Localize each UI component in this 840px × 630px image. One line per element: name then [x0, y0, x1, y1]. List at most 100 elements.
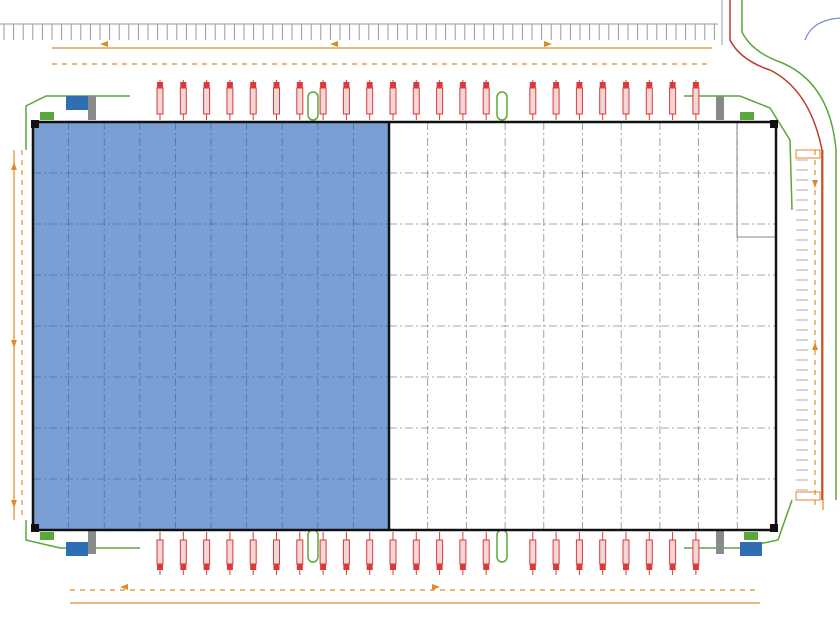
building-column-block — [716, 96, 724, 120]
truck-cab — [343, 564, 350, 570]
wheelchair-icon — [66, 96, 88, 110]
corner-notches — [31, 120, 778, 532]
parking-stalls-east — [795, 149, 821, 501]
transformer-pad — [744, 532, 758, 540]
truck-cab — [390, 82, 396, 88]
trailer — [459, 539, 467, 565]
trailer — [645, 87, 653, 115]
trailer — [529, 87, 537, 115]
trailer — [203, 539, 211, 565]
trailer — [249, 87, 257, 115]
transformer-pad — [40, 532, 54, 540]
truck-cab — [692, 564, 699, 570]
truck-cab — [180, 564, 187, 570]
truck-cab — [553, 82, 560, 88]
truck-cab — [529, 564, 536, 570]
truck-cab — [669, 564, 676, 570]
truck-cab — [320, 564, 327, 570]
column-grid-leased — [33, 122, 389, 530]
truck-cab — [203, 564, 210, 570]
truck-cab — [576, 564, 583, 570]
trailer — [692, 87, 700, 115]
truck-cab — [529, 82, 536, 88]
trailer — [342, 87, 350, 115]
trailer — [296, 539, 304, 565]
truck-cab — [366, 564, 373, 570]
trailer — [203, 87, 211, 115]
trailer — [645, 539, 653, 565]
truck-cab — [343, 82, 350, 88]
trailer — [366, 87, 374, 115]
warehouse-building — [31, 120, 778, 532]
truck-cab — [599, 82, 606, 88]
stall-marker — [795, 491, 821, 501]
trailer — [552, 539, 560, 565]
truck-cab — [250, 564, 257, 570]
trailer — [692, 539, 700, 565]
truck-cab — [226, 82, 233, 88]
truck-cab — [366, 82, 373, 88]
building-column-block — [88, 96, 96, 120]
trailer — [622, 87, 630, 115]
truck-cab — [483, 564, 490, 570]
truck-cab — [692, 82, 699, 88]
trailer — [552, 87, 560, 115]
trailer — [412, 539, 420, 565]
truck-cab — [646, 82, 653, 88]
trailer — [436, 539, 444, 565]
trailer — [226, 87, 234, 115]
trailer — [366, 539, 374, 565]
trailer — [669, 539, 677, 565]
trailer — [319, 87, 327, 115]
truck-cab — [273, 564, 280, 570]
trailer — [575, 539, 583, 565]
trailer — [389, 539, 397, 565]
building-column-block — [716, 530, 724, 554]
truck-cab — [576, 82, 583, 88]
wheelchair-icon — [66, 542, 88, 556]
truck-cab — [413, 564, 420, 570]
parking-stalls-top — [3, 24, 715, 40]
trailer — [599, 539, 607, 565]
truck-cab — [669, 82, 676, 88]
dock-trailers-south — [156, 532, 700, 575]
trailer — [436, 87, 444, 115]
trailer — [482, 87, 490, 115]
trailer — [273, 87, 280, 115]
trailer — [179, 87, 187, 115]
dock-trailers-north — [156, 80, 700, 120]
trailer — [296, 87, 304, 115]
truck-cab — [296, 82, 303, 88]
wheelchair-icon — [740, 542, 762, 556]
access-road — [721, 0, 840, 500]
truck-cab — [203, 82, 210, 88]
truck-cab — [599, 564, 606, 570]
truck-cab — [483, 82, 490, 88]
landscape-curbs — [25, 91, 793, 563]
truck-cab — [459, 564, 466, 570]
trailer — [249, 539, 257, 565]
drive-lane-markings — [13, 47, 824, 604]
building-column-block — [88, 530, 96, 554]
trailer — [529, 539, 537, 565]
trailer — [342, 539, 350, 565]
building-outline — [31, 120, 778, 532]
trailer — [389, 87, 397, 115]
truck-cab — [273, 82, 280, 88]
transformer-pad — [740, 112, 754, 120]
trailer — [482, 539, 490, 565]
truck-cab — [296, 564, 303, 570]
truck-cab — [320, 82, 327, 88]
truck-cab — [180, 82, 187, 88]
trailer — [156, 539, 164, 565]
top-parking-strip — [0, 23, 718, 40]
truck-cab — [623, 564, 629, 570]
truck-cab — [553, 564, 560, 570]
truck-cab — [436, 82, 443, 88]
truck-cab — [646, 564, 653, 570]
truck-cab — [250, 82, 257, 88]
trailer — [669, 87, 677, 115]
trailer — [226, 539, 234, 565]
accessible-parking — [40, 96, 762, 556]
trailer — [156, 87, 164, 115]
